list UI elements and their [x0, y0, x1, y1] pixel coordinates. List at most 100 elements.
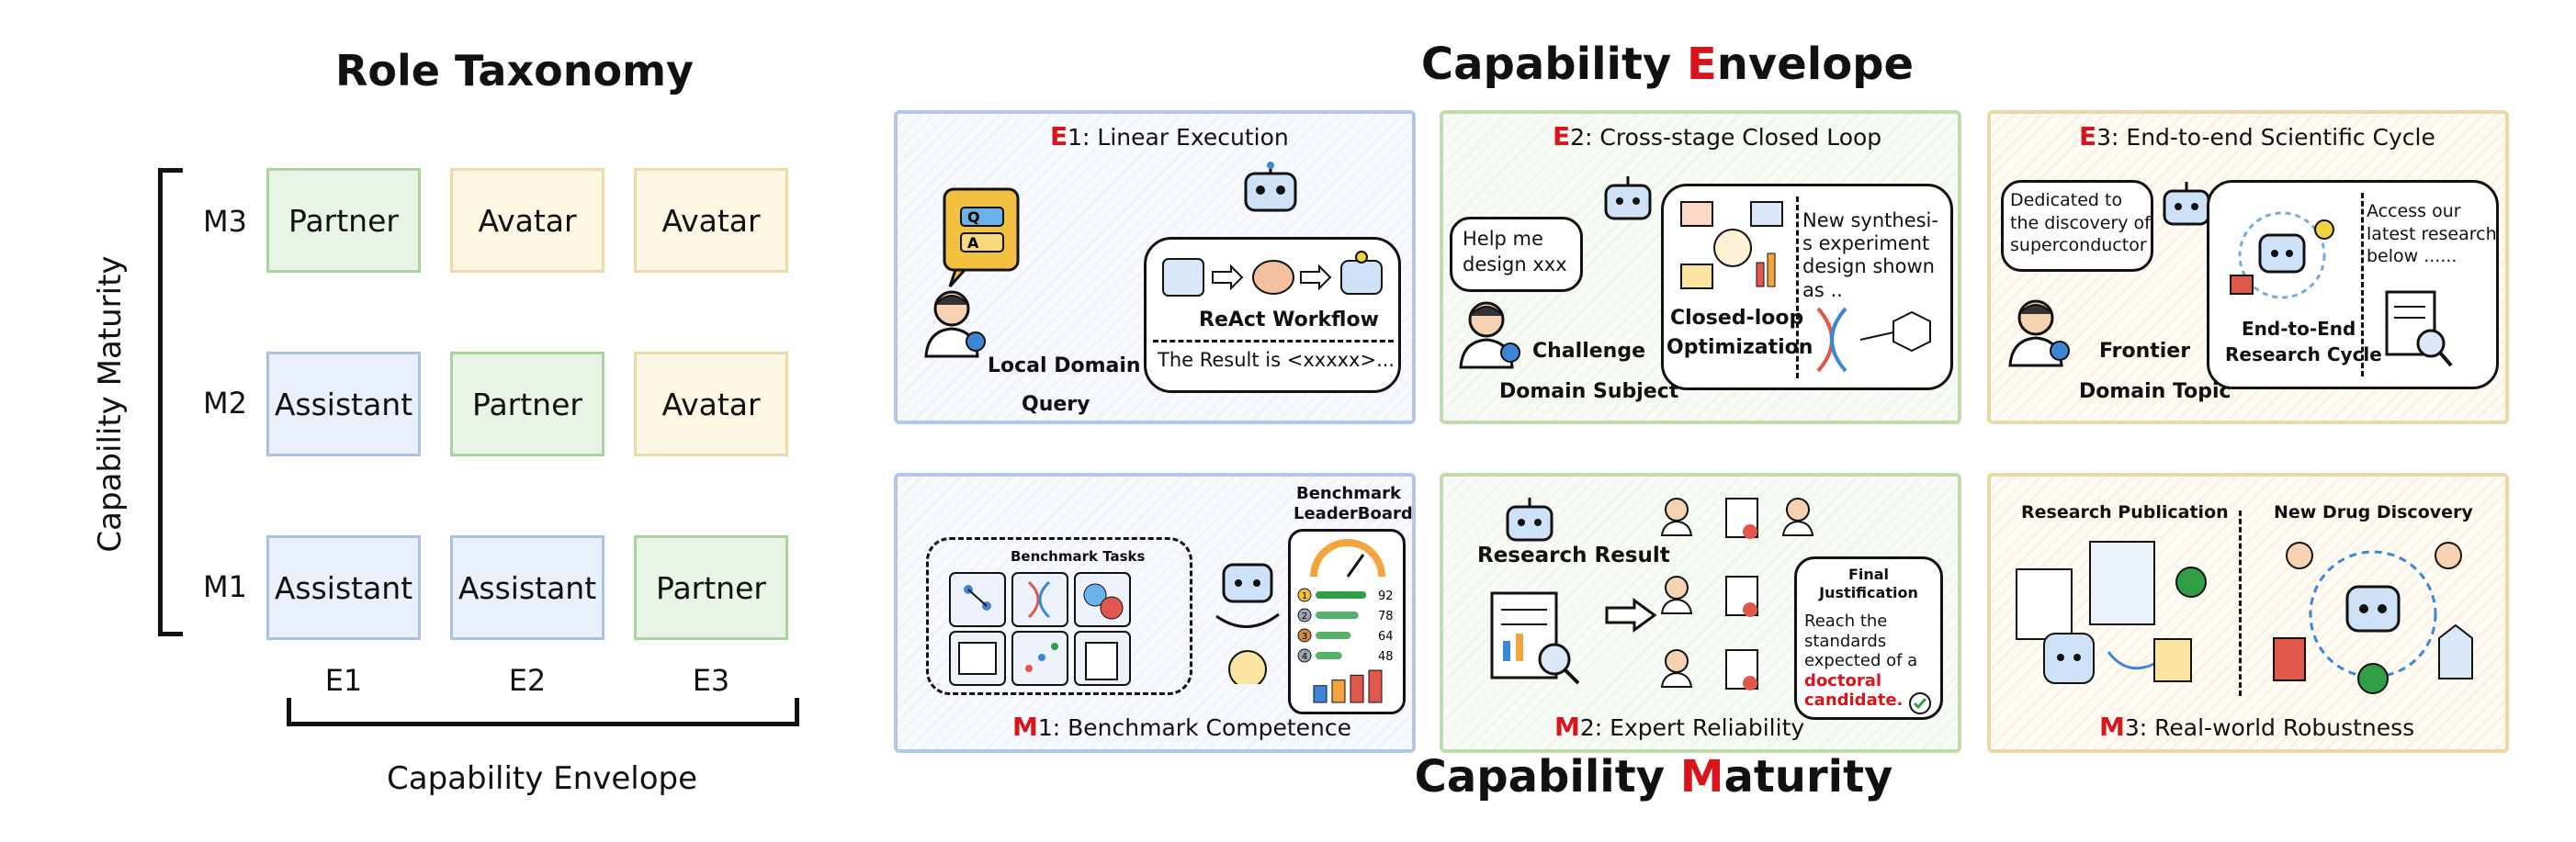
leaderboard-column: [1350, 674, 1364, 703]
capability-maturity-title: Capability Maturity: [1414, 751, 1893, 803]
e3-divider: [2361, 193, 2364, 376]
expert-reviewers-icons: [1660, 498, 1814, 690]
leaderboard-title-line2: LeaderBoard: [1294, 503, 1413, 523]
col-label-e2: E2: [508, 663, 547, 698]
leaderboard-bar: [1316, 612, 1359, 619]
e3-note-line: Access our: [2367, 201, 2461, 221]
e3-frontier-label: Frontier: [2099, 340, 2191, 363]
cell-m2-e3: Avatar: [634, 352, 788, 456]
rank-badge: [1297, 608, 1312, 623]
arrow-right-icon: [1605, 598, 1657, 633]
leaderboard-score: 64: [1378, 630, 1394, 644]
e2-speech-line2: design xxx: [1463, 253, 1567, 275]
robot-icon: [1506, 498, 1554, 542]
rank-number: 1: [1302, 591, 1307, 601]
rank-badge: [1297, 628, 1312, 643]
leaderboard-column: [1313, 685, 1328, 703]
gauge-icon: [1310, 539, 1385, 578]
col-label-e1: E1: [324, 663, 363, 698]
robot-icon: [1244, 162, 1297, 212]
reach-line: Reach the: [1804, 612, 1888, 631]
panel-m3-title: M3: Real-world Robustness: [2099, 712, 2415, 742]
leaderboard-title: Benchmark LeaderBoard: [1294, 484, 1413, 523]
rank-number: 3: [1302, 632, 1307, 642]
leaderboard-card: [1288, 529, 1406, 714]
scientist-icon: [2008, 299, 2070, 367]
m2-result-label: Research Result: [1477, 544, 1670, 567]
robot-icon: [2163, 182, 2210, 226]
panel-e2-title: E2: Cross-stage Closed Loop: [1553, 121, 1882, 152]
e1-query-line2: Query: [1022, 393, 1090, 416]
cell-m1-e2: Assistant: [450, 535, 604, 640]
scientist-icon: [924, 290, 986, 358]
m3-divider: [2239, 511, 2242, 696]
doctoral-line1: doctoral: [1804, 670, 1882, 690]
cell-m3-e1: Partner: [266, 168, 421, 273]
cell-m3-e3: Avatar: [634, 168, 788, 273]
e3-speech-bubble: [2001, 180, 2153, 272]
leaderboard-column: [1368, 669, 1383, 703]
react-workflow-icons: [1162, 251, 1383, 297]
final-justification-title: Final Justification: [1801, 566, 1937, 602]
e3-speech-line1: Dedicated to: [2010, 190, 2123, 210]
research-cycle-icon: [2230, 211, 2334, 299]
leaderboard-score: 48: [1378, 650, 1394, 664]
benchmark-task-icons: [949, 572, 1131, 686]
rank-badge: [1297, 588, 1312, 602]
m3-publication-label: Research Publication: [2021, 502, 2229, 522]
rank-number: 2: [1302, 612, 1307, 622]
benchmark-tasks-label: Benchmark Tasks: [1011, 548, 1146, 565]
e1-query-line1: Local Domain: [988, 354, 1141, 377]
e2-loop-line1: Closed-loop: [1670, 307, 1804, 330]
e3-topic-label: Domain Topic: [2079, 380, 2231, 403]
e3-speech-text: Dedicated to the discovery of supercondu…: [2010, 189, 2151, 257]
rank-badge: [1297, 648, 1312, 663]
panel-e1-title: E1: Linear Execution: [1050, 121, 1289, 152]
leaderboard-score: 78: [1378, 610, 1394, 623]
svg-text:Q: Q: [967, 208, 980, 226]
e2-note-line: New synthesi-: [1802, 209, 1938, 231]
leaderboard-column: [1331, 679, 1346, 703]
e1-divider: [1153, 340, 1394, 342]
e3-note: Access our latest research below ......: [2367, 200, 2497, 268]
final-justification-bubble: [1794, 556, 1943, 720]
e2-speech-line1: Help me: [1463, 228, 1543, 250]
robot-icon: [1604, 176, 1652, 220]
e2-loop-line2: Optimization: [1666, 336, 1813, 359]
envelope-axis-label: Capability Envelope: [387, 760, 697, 797]
reach-line: standards: [1804, 631, 1887, 651]
final-line1: Final: [1847, 566, 1890, 583]
envelope-axis-bracket: [287, 698, 799, 726]
doctoral-line2: candidate.: [1804, 690, 1904, 711]
cell-m2-e1: Assistant: [266, 352, 421, 456]
e2-note-line: design shown: [1802, 255, 1935, 278]
row-label-m1: M1: [203, 569, 247, 604]
research-publication-icons: [2016, 541, 2207, 684]
dna-molecule-icon: [1816, 307, 1931, 373]
panel-e3-title: E3: End-to-end Scientific Cycle: [2079, 121, 2435, 152]
drug-discovery-icons: [2273, 542, 2473, 694]
col-label-e3: E3: [692, 663, 730, 698]
e2-note-line: s experiment: [1802, 232, 1930, 255]
leaderboard-bar: [1316, 591, 1367, 599]
benchmark-tasks-box: [926, 537, 1192, 695]
panel-m3: [1987, 473, 2509, 753]
e2-note: New synthesi- s experiment design shown …: [1802, 209, 1938, 302]
final-line2: Justification: [1819, 584, 1918, 601]
qa-document-icon: Q A: [943, 187, 1020, 287]
e3-note-line: latest research: [2367, 223, 2497, 244]
e3-cycle-line1: End-to-End: [2242, 318, 2356, 340]
e2-divider: [1796, 196, 1799, 378]
leaderboard-score: 92: [1378, 589, 1394, 603]
leaderboard-bar: [1316, 632, 1351, 639]
taxonomy-title: Role Taxonomy: [334, 46, 695, 95]
e3-cycle-line2: Research Cycle: [2225, 343, 2382, 365]
report-search-icon: [1490, 591, 1580, 685]
reach-line: expected of a: [1804, 651, 1918, 671]
panel-m1-title: M1: Benchmark Competence: [1012, 712, 1352, 742]
cell-m1-e3: Partner: [634, 535, 788, 640]
row-label-m2: M2: [203, 386, 247, 421]
cell-m2-e2: Partner: [450, 352, 604, 456]
cell-m1-e1: Assistant: [266, 535, 421, 640]
